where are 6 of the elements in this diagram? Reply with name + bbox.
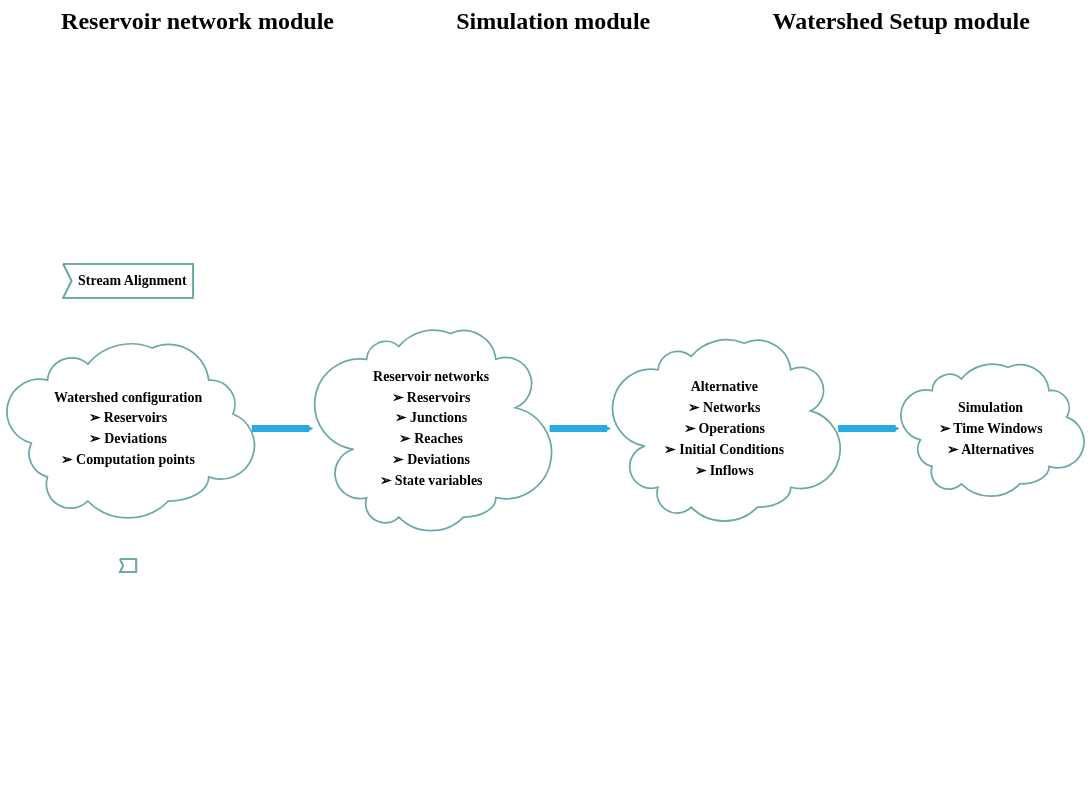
module-heading: Watershed Setup module [772, 8, 1030, 35]
arrow [838, 424, 900, 433]
arrow [549, 424, 611, 433]
module-heading: Reservoir network module [61, 8, 334, 35]
arrow [251, 424, 314, 433]
module-heading: Simulation module [456, 8, 651, 35]
